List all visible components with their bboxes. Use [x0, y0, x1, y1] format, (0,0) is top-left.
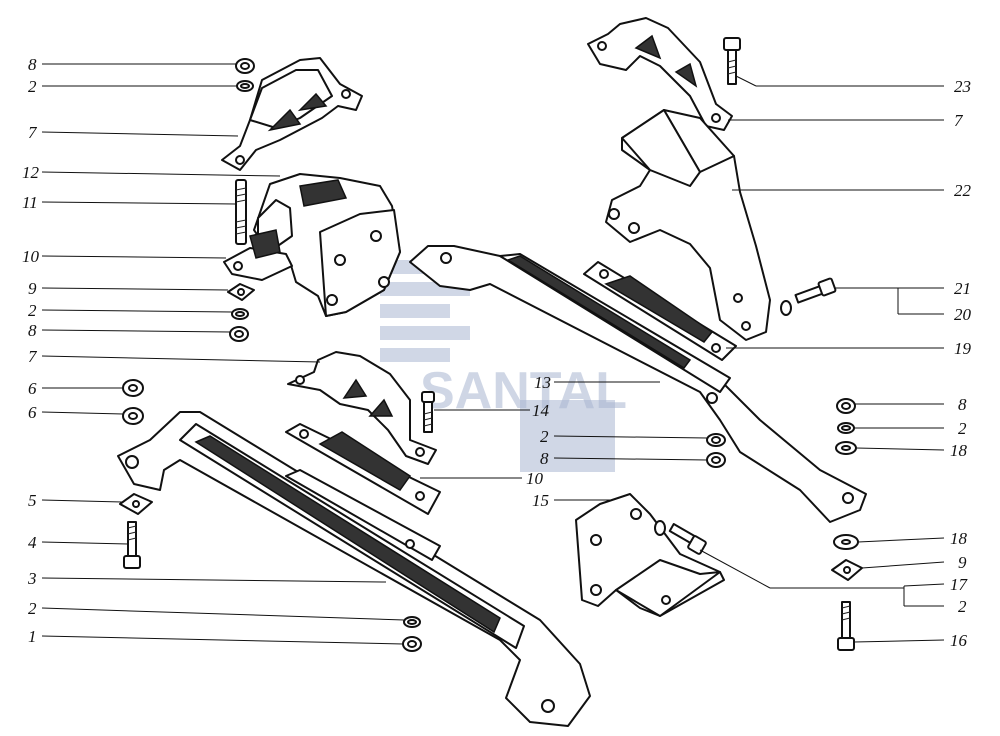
callout-9: 9 — [958, 553, 967, 572]
callout-12: 12 — [22, 163, 40, 182]
square-washer-5 — [119, 493, 153, 515]
nut-8-right — [836, 398, 856, 414]
leader-lines — [41, 63, 945, 645]
bracket-22 — [605, 109, 771, 341]
nut-1 — [402, 636, 422, 652]
callout-2: 2 — [28, 301, 37, 320]
callout-23: 23 — [954, 77, 971, 96]
nut-6-upper — [122, 379, 144, 397]
washer-2-left — [231, 308, 249, 320]
callout-1: 1 — [28, 627, 37, 646]
callout-6: 6 — [28, 403, 37, 422]
washer-2-lower — [403, 616, 421, 628]
callout-8: 8 — [540, 449, 549, 468]
callout-16: 16 — [950, 631, 968, 650]
bolt-14 — [421, 391, 435, 433]
bolt-23 — [723, 37, 741, 85]
callout-18: 18 — [950, 441, 968, 460]
bracket-top-right — [587, 17, 733, 131]
callout-8: 8 — [28, 321, 37, 340]
callout-15: 15 — [532, 491, 549, 510]
callout-13: 13 — [534, 373, 551, 392]
bracket-middle — [287, 351, 437, 465]
bolt-21 — [794, 277, 837, 304]
bolt-17 — [668, 523, 707, 555]
washer-18-upper — [835, 441, 857, 455]
stud-11 — [235, 179, 247, 245]
support-block-12 — [223, 173, 401, 317]
bracket-15 — [575, 493, 725, 617]
nut-8-center — [706, 452, 726, 468]
callout-10: 10 — [22, 247, 40, 266]
callout-18: 18 — [950, 529, 968, 548]
callout-10: 10 — [526, 469, 544, 488]
callout-8: 8 — [28, 55, 37, 74]
cushion-pad-19 — [583, 261, 737, 361]
washer-2-top — [236, 80, 254, 92]
cushion-pad-10-middle — [285, 423, 441, 515]
callout-2: 2 — [28, 77, 37, 96]
callout-14: 14 — [532, 401, 550, 420]
callout-22: 22 — [954, 181, 972, 200]
callout-21: 21 — [954, 279, 971, 298]
callout-9: 9 — [28, 279, 37, 298]
nut-6-lower — [122, 407, 144, 425]
beam-13 — [409, 245, 867, 523]
callout-2: 2 — [28, 599, 37, 618]
callout-5: 5 — [28, 491, 37, 510]
nut-8-left — [229, 326, 249, 342]
callout-labels: 8 2 7 12 11 10 9 2 8 7 6 6 5 4 3 2 1 23 … — [22, 55, 972, 650]
callout-17: 17 — [950, 575, 969, 594]
bracket-top-left — [221, 57, 363, 171]
washer-2-right — [837, 422, 855, 434]
callout-19: 19 — [954, 339, 972, 358]
nut-8-top — [235, 58, 255, 74]
callout-2: 2 — [958, 597, 967, 616]
callout-7: 7 — [28, 123, 38, 142]
callout-3: 3 — [27, 569, 37, 588]
square-washer-9-right — [831, 559, 863, 581]
callout-7: 7 — [954, 111, 964, 130]
callout-2: 2 — [540, 427, 549, 446]
washer-20 — [780, 300, 792, 316]
square-washer-9-left — [227, 283, 255, 301]
bolt-4 — [123, 521, 141, 569]
callout-11: 11 — [22, 193, 38, 212]
bolt-16 — [837, 601, 855, 651]
washer-2-center — [706, 433, 726, 447]
watermark-text: SANTAL — [420, 362, 627, 420]
callout-7: 7 — [28, 347, 38, 366]
callout-2: 2 — [958, 419, 967, 438]
washer-18-lower — [833, 534, 859, 550]
callout-20: 20 — [954, 305, 972, 324]
frame-rail-3 — [117, 411, 591, 727]
callout-8: 8 — [958, 395, 967, 414]
callout-6: 6 — [28, 379, 37, 398]
callout-4: 4 — [28, 533, 37, 552]
